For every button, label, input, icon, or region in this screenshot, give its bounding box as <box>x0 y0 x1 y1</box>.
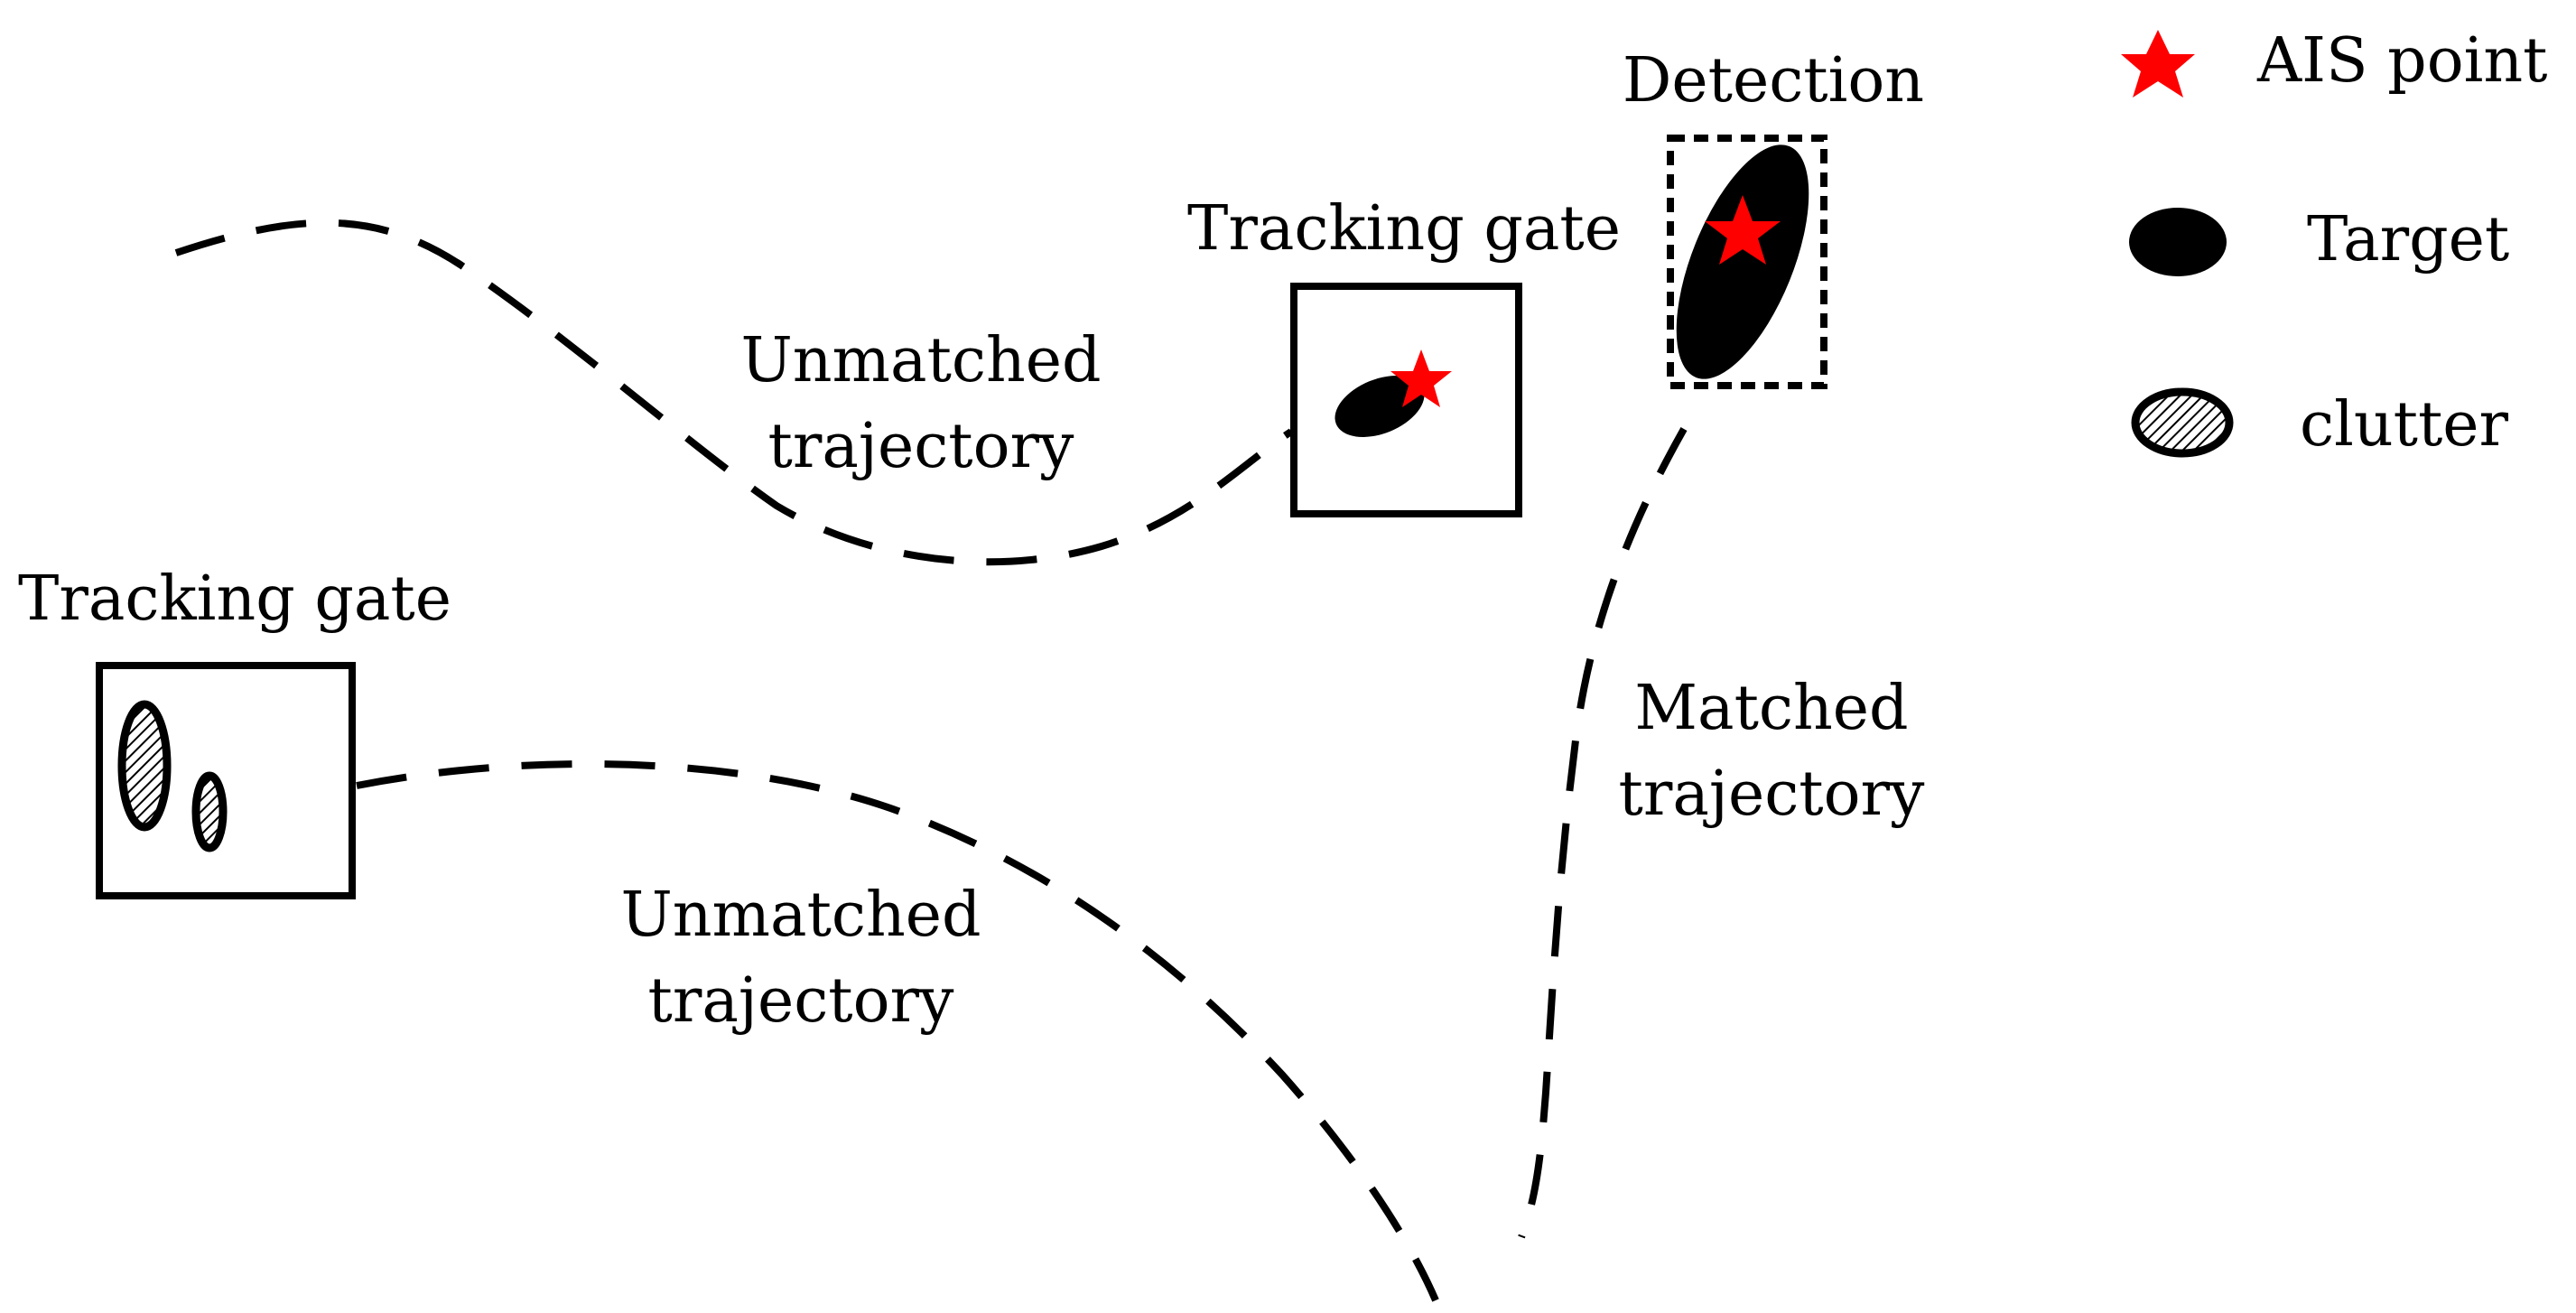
target-ellipse-detection <box>1676 144 1809 379</box>
target-ellipse-gate <box>1334 376 1425 437</box>
unmatched-trajectory-bottom <box>356 760 1439 1302</box>
matched-label-line2: trajectory <box>1619 759 1926 830</box>
ais-star-detection <box>1705 195 1781 265</box>
ais-star-gate <box>1390 349 1452 407</box>
unmatched-bottom-label-line1: Unmatched <box>620 880 981 951</box>
legend-target-icon <box>2129 208 2227 276</box>
unmatched-trajectory-top <box>174 219 1294 566</box>
unmatched-top-label-line2: trajectory <box>768 411 1075 482</box>
legend-ais-point-label: AIS point <box>2256 25 2548 97</box>
legend-target-label: Target <box>2307 204 2509 275</box>
legend: AIS point Target clutter <box>2121 25 2548 461</box>
legend-clutter-icon <box>2131 387 2234 458</box>
unmatched-top-label-line1: Unmatched <box>740 325 1101 396</box>
tracking-gate-top-label: Tracking gate <box>1187 193 1621 265</box>
detection-box <box>1667 135 1827 389</box>
clutter-ellipse-large <box>117 700 172 832</box>
tracking-gate-top-box <box>1290 283 1522 517</box>
tracking-gate-left-label: Tracking gate <box>18 563 451 635</box>
legend-ais-star-icon <box>2121 30 2195 98</box>
matched-trajectory <box>1518 427 1688 1239</box>
unmatched-bottom-label-line2: trajectory <box>648 965 955 1037</box>
matched-label-line1: Matched <box>1634 673 1908 744</box>
legend-clutter-label: clutter <box>2300 389 2509 461</box>
tracking-gate-left-box <box>96 662 356 899</box>
clutter-ellipse-small <box>191 771 228 852</box>
detection-label: Detection <box>1623 45 1924 116</box>
